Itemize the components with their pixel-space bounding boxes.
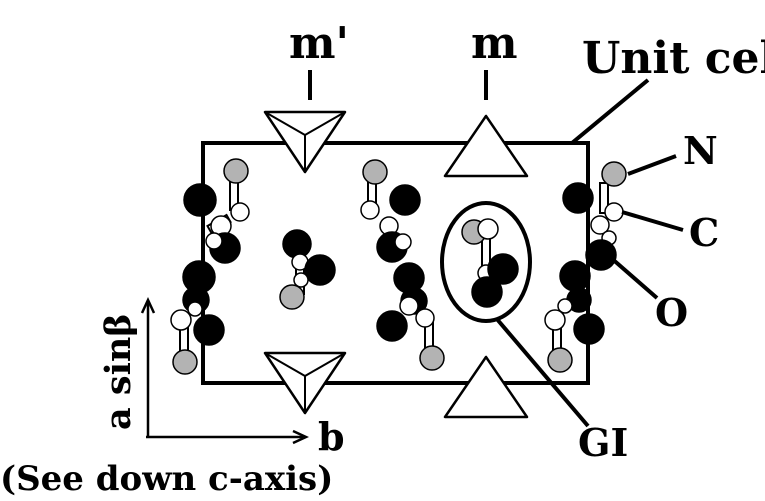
m-prime-symbol-top [263, 110, 347, 174]
m-symbol-bottom [443, 355, 529, 419]
o-leader [608, 255, 659, 300]
molecule-gi [461, 218, 519, 308]
axes [140, 297, 309, 445]
label-glycine: GI [578, 420, 628, 465]
molecule-center-left [279, 229, 336, 310]
unit-cell-leader [570, 78, 650, 145]
label-nitrogen: N [683, 128, 718, 173]
c-leader [621, 210, 684, 232]
m-symbol-top [443, 114, 529, 178]
caption: (See down c-axis) [0, 459, 333, 499]
molecule-right-edge [544, 161, 627, 373]
m-prime-symbol-bottom [263, 351, 347, 415]
gi-leader [494, 316, 590, 428]
gi-highlight-ellipse [440, 201, 532, 323]
molecule-left-edge [170, 158, 250, 375]
label-carbon: C [689, 210, 719, 255]
label-m: m [471, 18, 518, 69]
label-unit-cell: Unit cell [582, 33, 765, 84]
label-m-prime: m' [289, 18, 349, 69]
molecule-center [360, 159, 445, 371]
label-oxygen: O [655, 290, 688, 335]
label-axis-vertical: a sinβ [98, 313, 139, 430]
n-leader [627, 154, 677, 176]
label-axis-horizontal: b [318, 414, 345, 459]
